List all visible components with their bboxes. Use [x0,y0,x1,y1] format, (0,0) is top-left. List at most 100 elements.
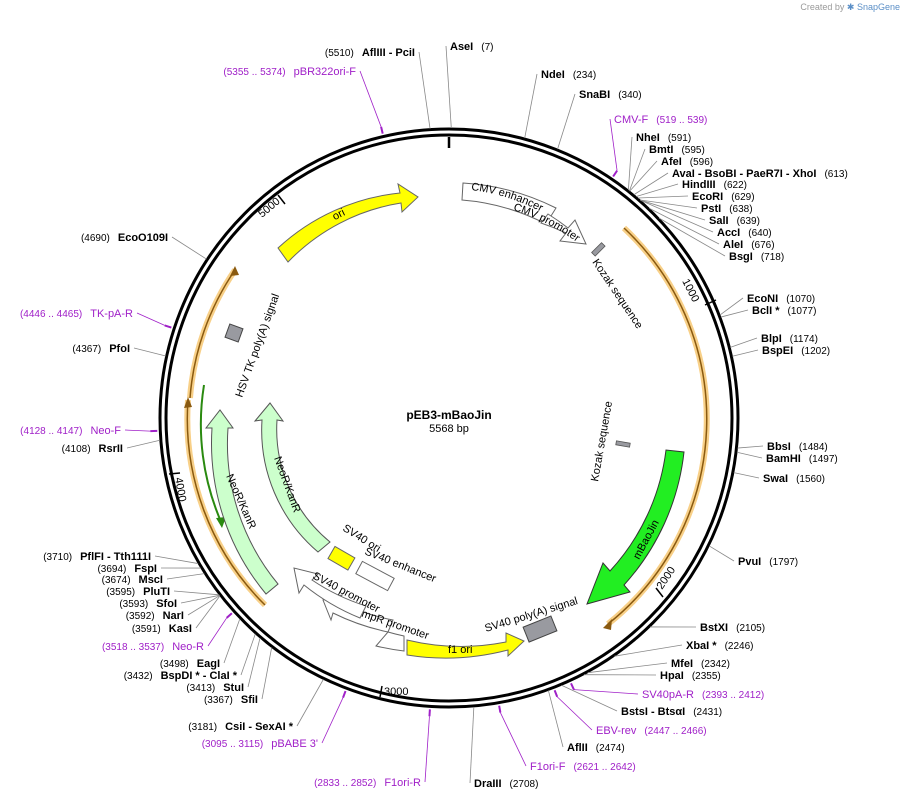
enzyme-site: DraIII(2708) [469,706,538,790]
enzyme-site: BlpI(1174) [730,333,818,348]
primer-site: SV40pA-R (2393 .. 2412) [570,682,764,701]
enzyme-position: (4108) [62,444,91,455]
primer-name: Neo-F [90,425,121,437]
credit-prefix: Created by [800,2,845,12]
enzyme-name: AseI [450,41,473,53]
enzyme-site: PluTI(3595) [106,586,220,598]
enzyme-leader-line [261,647,273,700]
enzyme-name: AleI [723,239,743,251]
enzyme-position: (718) [761,252,784,263]
enzyme-name: SfiI [241,694,258,706]
enzyme-site: XbaI *(2246) [614,640,753,657]
primer-mark [570,682,575,691]
primer-leader-line [359,70,382,127]
enzyme-site: MfeI(2342) [587,658,730,674]
enzyme-name: MfeI [671,658,693,670]
primer-site: CMV-F(519 .. 539) [609,114,707,178]
feature-ori: ori [277,182,419,263]
enzyme-name: AflIII - PciI [362,47,415,59]
enzyme-position: (1174) [790,334,818,345]
primer-mark [612,170,618,178]
primer-leader-line [207,617,227,647]
tick-mark [704,299,717,306]
enzyme-site: EcoRI(629) [637,191,755,203]
plasmid-name: pEB3-mBaoJin [406,408,491,422]
enzyme-position: (638) [729,204,752,215]
primer-site: F1ori-F(2621 .. 2642) [498,705,636,773]
enzyme-position: (640) [748,228,771,239]
orf-arrowhead [603,619,612,630]
primer-position: (2621 .. 2642) [573,762,635,773]
enzyme-site: NdeI(234) [524,69,596,139]
enzyme-site: SwaI(1560) [733,472,825,485]
primer-name: SV40pA-R [642,689,694,701]
credit-brand: SnapGene [856,2,900,12]
feature-hsv-tk-polya: HSV TK poly(A) signal [224,292,283,399]
enzyme-leader-line [736,451,763,459]
enzyme-leader-line [637,195,689,199]
enzyme-site: BclI *(1077) [720,305,816,318]
enzyme-site: EcoNI(1070) [719,293,815,316]
enzyme-site: BsgI(718) [658,217,784,263]
enzyme-name: DraIII [474,778,502,790]
enzyme-leader-line [633,172,669,195]
enzyme-leader-line [640,199,698,209]
enzyme-name: BclI * [752,305,780,317]
enzyme-position: (613) [824,169,847,180]
enzyme-site: AseI(7) [445,41,493,129]
primer-position: (2833 .. 2852) [314,778,376,789]
kozak-label: Kozak sequence [590,257,645,331]
primer-mark [225,612,233,619]
enzyme-leader-line [587,662,668,674]
enzyme-leader-line [640,199,706,221]
enzyme-position: (1497) [809,454,838,465]
enzyme-leader-line [133,347,166,357]
enzyme-site: BmtI(595) [629,144,705,192]
enzyme-name: MscI [139,574,163,586]
enzyme-site: HpaI(2355) [583,670,721,682]
primer-site: pBABE 3'(3095 .. 3115) [202,690,347,750]
enzyme-leader-line [296,679,324,727]
enzyme-name: AccI [717,227,740,239]
enzyme-name: BspEI [762,345,793,357]
enzyme-site: AvaI - BsoBI - PaeR7I - XhoI (613) [633,168,848,195]
enzyme-position: (1484) [799,442,828,453]
primer-leader-line [556,696,593,731]
enzyme-leader-line [737,445,764,449]
primer-leader-line [136,312,165,326]
orf-neor-inner-arc [199,384,223,525]
f1-ori-label: f1 ori [448,644,472,656]
primer-leader-line [124,429,151,432]
hsv-tk-block [224,323,244,343]
enzyme-name: SfoI [156,598,177,610]
enzyme-leader-line [173,590,220,596]
orf-hsv-arc [189,269,236,399]
enzyme-position: (3595) [106,587,135,598]
enzyme-position: (3432) [124,671,153,682]
enzyme-position: (3592) [126,611,155,622]
enzyme-name: AvaI - BsoBI - PaeR7I - XhoI [672,168,816,180]
enzyme-position: (3181) [188,722,217,733]
primer-site: F1ori-R(2833 .. 2852) [314,709,431,789]
enzyme-name: PflFI - Tth111I [80,551,151,563]
enzyme-name: HindIII [682,179,716,191]
tick-label: 4000 [172,476,188,502]
primer-site: TK-pA-R(4446 .. 4465) [20,308,172,329]
primer-position: (2393 .. 2412) [702,690,764,701]
enzyme-name: EcoNI [747,293,778,305]
enzyme-site: AleI(676) [649,208,775,251]
enzyme-name: EcoO109I [118,232,168,244]
primer-name: TK-pA-R [90,308,133,320]
enzyme-site: SnaBI(340) [557,89,642,150]
backbone [158,127,740,709]
enzyme-leader-line [418,51,431,129]
enzyme-position: (2474) [596,743,625,754]
enzyme-site: CsiI - SexAI *(3181) [188,679,324,733]
f1-ori-arrow [406,632,525,659]
enzyme-site: NarI (3592) [126,595,220,622]
enzyme-name: NarI [163,610,184,622]
enzyme-leader-line [614,644,683,657]
primer-site: Neo-F(4128 .. 4147) [20,425,158,437]
hsv-tk-label: HSV TK poly(A) signal [234,292,283,399]
